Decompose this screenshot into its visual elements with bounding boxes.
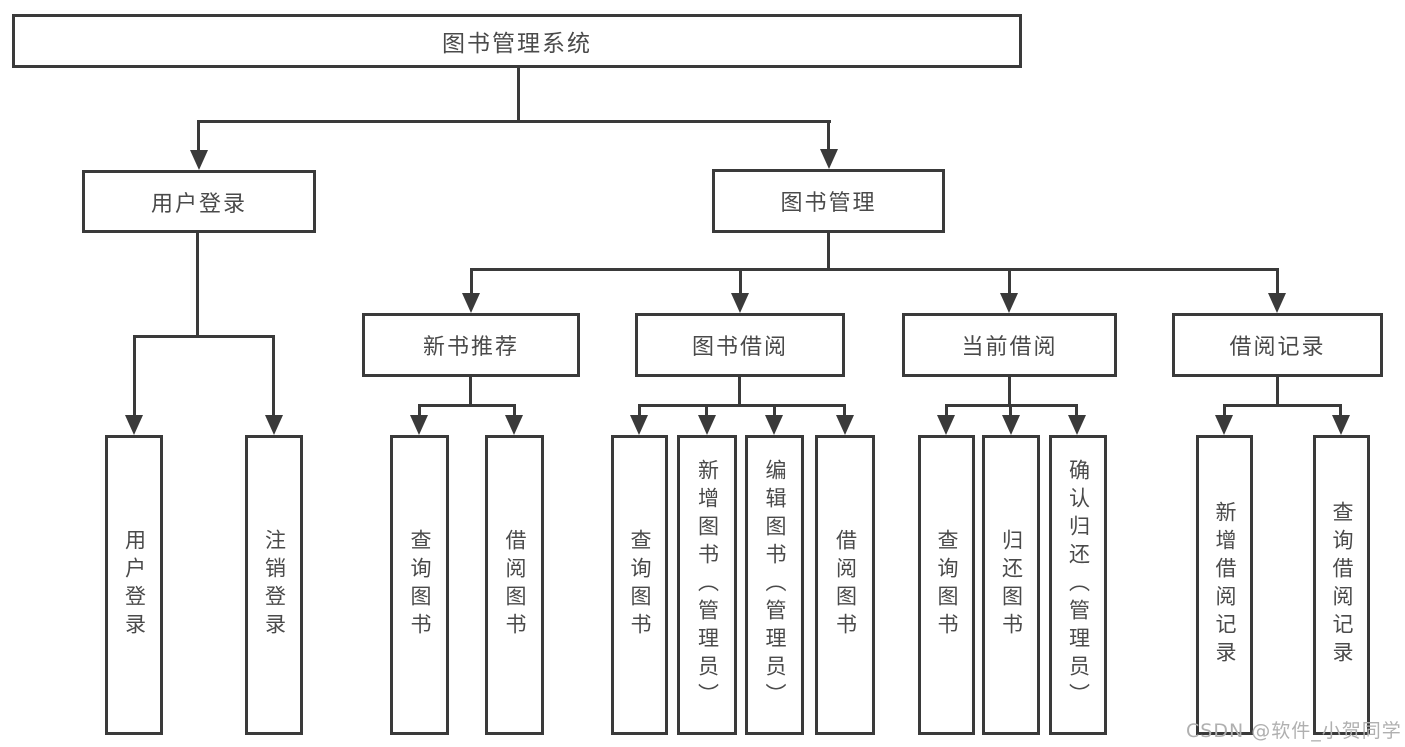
arrowhead-leaf — [1215, 415, 1233, 435]
arrowhead-leaf — [1332, 415, 1350, 435]
arrowhead-leaf — [698, 415, 716, 435]
arrowhead-leaf — [937, 415, 955, 435]
arrowhead-borrowing-records — [1268, 293, 1286, 313]
connector-to-book-management — [827, 120, 830, 151]
arrowhead-leaf — [505, 415, 523, 435]
arrowhead-leaf-user-login — [125, 415, 143, 435]
leaf-borrow-books: 借阅图书 — [815, 435, 875, 735]
arrowhead-leaf-logout — [265, 415, 283, 435]
leaf-query-books: 查询图书 — [918, 435, 975, 735]
connector-book-management-branch — [470, 268, 1278, 271]
connector-records-stem — [1276, 377, 1279, 407]
leaf-logout: 注销登录 — [245, 435, 303, 735]
leaf-confirm-return-admin: 确认归还（管理员） — [1049, 435, 1107, 735]
arrowhead-leaf — [410, 415, 428, 435]
connector-borrowing-branch — [638, 404, 846, 407]
connector-to-borrowing-records — [1276, 268, 1279, 295]
leaf-return-books: 归还图书 — [982, 435, 1040, 735]
node-current-borrowing: 当前借阅 — [902, 313, 1117, 377]
connector-user-login-branch — [133, 335, 275, 338]
leaf-user-login: 用户登录 — [105, 435, 163, 735]
connector-leaf — [843, 404, 846, 417]
connector-leaf — [418, 404, 421, 417]
connector-to-current-borrowing — [1008, 268, 1011, 295]
connector-leaf — [1009, 404, 1012, 417]
arrowhead-leaf — [1068, 415, 1086, 435]
leaf-query-books: 查询图书 — [390, 435, 449, 735]
arrowhead-book-management — [820, 149, 838, 169]
connector-leaf — [1223, 404, 1226, 417]
node-new-book-recommendation: 新书推荐 — [362, 313, 580, 377]
leaf-query-books: 查询图书 — [611, 435, 668, 735]
arrowhead-leaf — [765, 415, 783, 435]
connector-borrowing-stem — [738, 377, 741, 407]
node-borrowing-records: 借阅记录 — [1172, 313, 1383, 377]
connector-leaf — [945, 404, 948, 417]
leaf-add-borrow-record: 新增借阅记录 — [1196, 435, 1253, 735]
connector-root-branch — [197, 120, 831, 123]
connector-leaf — [773, 404, 776, 417]
connector-leaf — [1339, 404, 1342, 417]
connector-recommendation-stem — [469, 377, 472, 407]
node-book-management: 图书管理 — [712, 169, 945, 233]
connector-current-stem — [1008, 377, 1011, 407]
arrowhead-leaf — [630, 415, 648, 435]
node-user-login: 用户登录 — [82, 170, 316, 233]
connector-user-login-stem — [196, 233, 199, 337]
connector-to-new-book-recommendation — [470, 268, 473, 295]
connector-leaf — [638, 404, 641, 417]
connector-book-management-stem — [827, 233, 830, 271]
connector-to-leaf-user-login — [133, 335, 136, 417]
leaf-edit-book-admin: 编辑图书（管理员） — [745, 435, 804, 735]
leaf-add-book-admin: 新增图书（管理员） — [677, 435, 737, 735]
arrowhead-new-book-recommendation — [462, 293, 480, 313]
connector-to-book-borrowing — [739, 268, 742, 295]
arrowhead-book-borrowing — [731, 293, 749, 313]
arrowhead-user-login — [190, 150, 208, 170]
leaf-borrow-books: 借阅图书 — [485, 435, 544, 735]
connector-records-branch — [1223, 404, 1342, 407]
connector-to-user-login — [197, 120, 200, 152]
csdn-watermark: CSDN @软件_小贺同学 — [1186, 720, 1402, 742]
connector-leaf — [705, 404, 708, 417]
arrowhead-leaf — [836, 415, 854, 435]
connector-leaf — [1075, 404, 1078, 417]
node-book-borrowing: 图书借阅 — [635, 313, 845, 377]
leaf-query-borrow-record: 查询借阅记录 — [1313, 435, 1370, 735]
arrowhead-leaf — [1002, 415, 1020, 435]
connector-recommendation-branch — [418, 404, 516, 407]
connector-to-leaf-logout — [272, 335, 275, 417]
arrowhead-current-borrowing — [1000, 293, 1018, 313]
node-library-management-system: 图书管理系统 — [12, 14, 1022, 68]
connector-leaf — [513, 404, 516, 417]
connector-root-stem — [517, 67, 520, 122]
